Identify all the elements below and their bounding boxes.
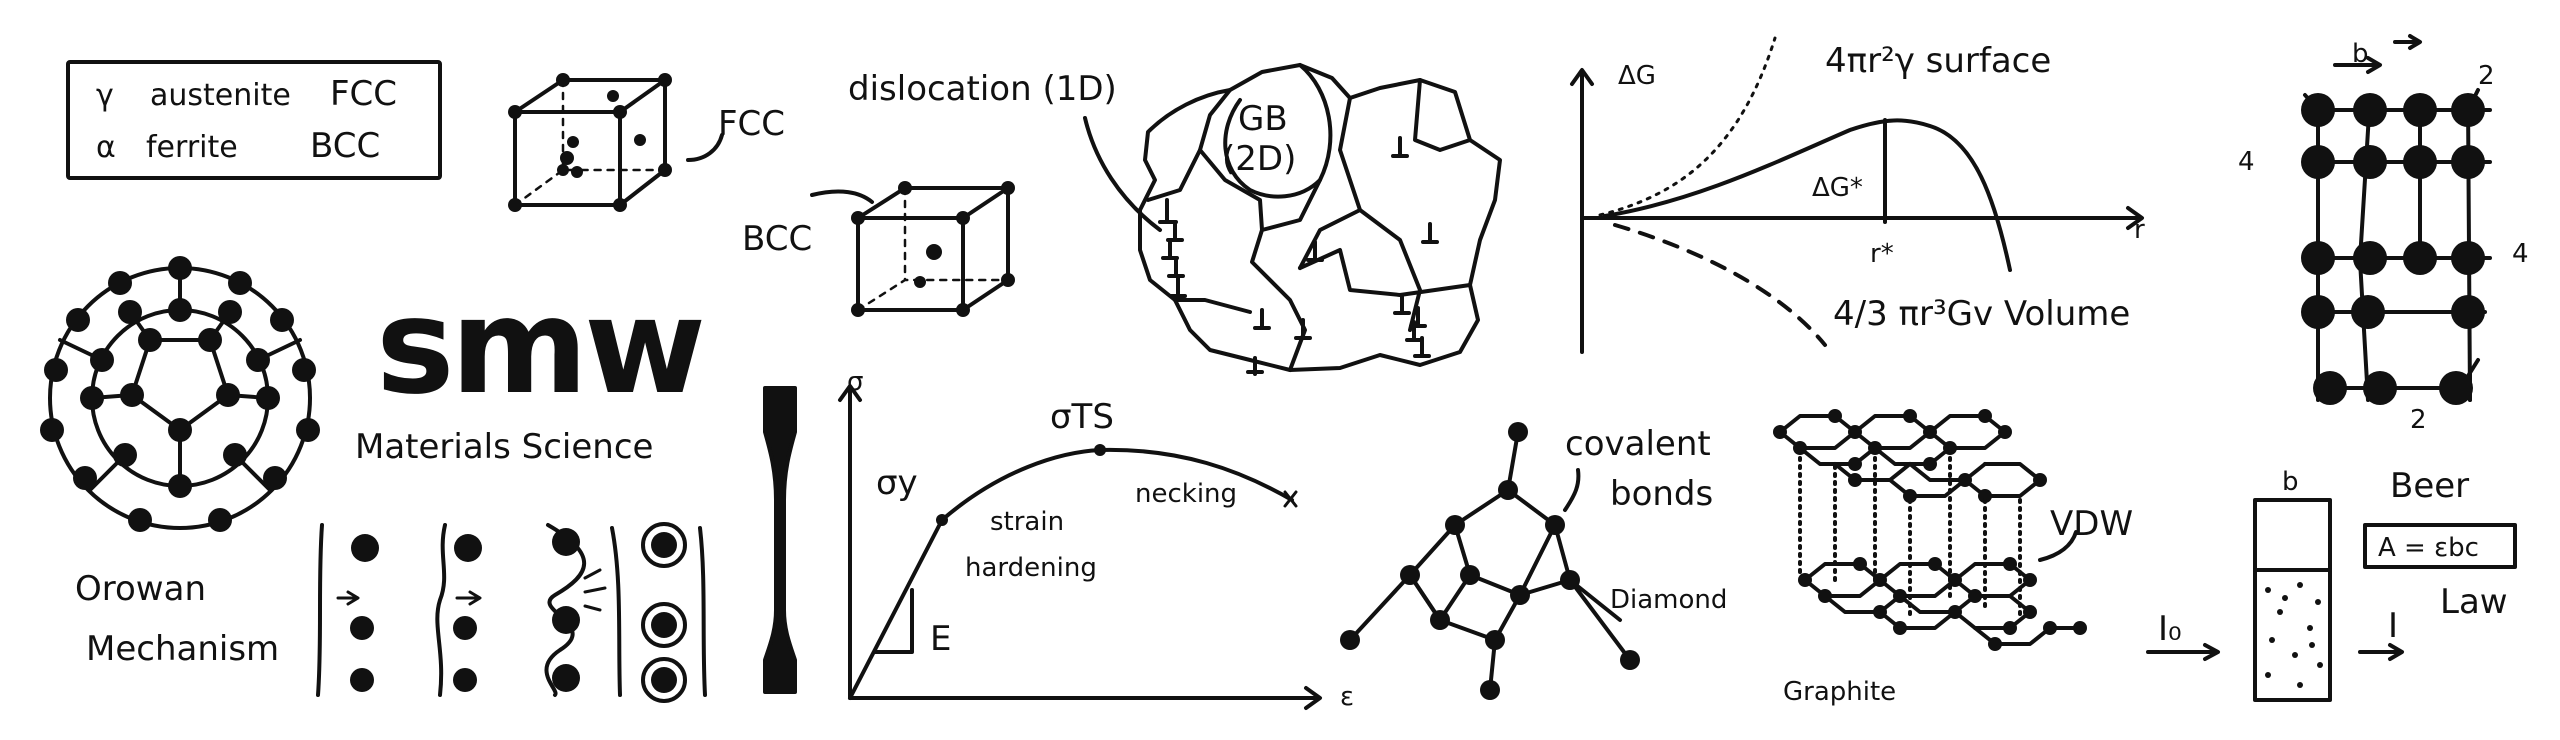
yield-strength-label: σy xyxy=(876,463,918,503)
gb-label-line1: GB xyxy=(1238,99,1288,139)
beer-equation: A = εbc xyxy=(2378,533,2479,563)
bcc-label: BCC xyxy=(742,219,812,259)
materials-science-subtitle: Materials Science xyxy=(355,427,653,467)
critical-radius-label: r* xyxy=(1870,239,1894,269)
bottom-atom-count: 2 xyxy=(2410,405,2427,435)
lattice-burgers-diagram: b 4 4 2 2 xyxy=(2238,34,2529,435)
r-axis-label: r xyxy=(2134,215,2145,245)
necking-label: necking xyxy=(1135,479,1237,509)
graphite-label: Graphite xyxy=(1783,677,1896,707)
orowan-label-line1: Orowan xyxy=(75,569,206,609)
bcc-unit-cell: BCC xyxy=(742,181,1015,317)
diamond-structure: covalent bonds Diamond xyxy=(1340,422,1727,700)
left-atom-count: 4 xyxy=(2238,147,2255,177)
r-axis xyxy=(1580,206,2144,230)
stress-strain-plot: σ ε σy σTS strain hardening necking E xyxy=(838,367,1354,712)
diamond-label: Diamond xyxy=(1610,585,1727,615)
right-atom-count: 4 xyxy=(2512,239,2529,269)
volume-curve xyxy=(1613,223,1827,347)
dislocation-symbols xyxy=(1158,136,1439,376)
surface-curve xyxy=(1598,36,1777,217)
modulus-triangle xyxy=(873,588,914,654)
bcc-phase-label: BCC xyxy=(310,126,380,166)
cuvette xyxy=(2253,498,2332,702)
graphite-bottom-layer xyxy=(1798,557,2087,651)
vdw-label: VDW xyxy=(2050,504,2133,544)
austenite-label: austenite xyxy=(150,78,291,113)
beer-label: Beer xyxy=(2390,466,2469,506)
orowan-sequence xyxy=(316,522,707,703)
fcc-label: FCC xyxy=(718,104,785,144)
strain-axis-label: ε xyxy=(1340,682,1354,712)
fcc-unit-cell: FCC xyxy=(508,73,785,212)
ferrite-label: ferrite xyxy=(146,130,238,165)
alpha-symbol: α xyxy=(96,130,116,165)
tensile-specimen xyxy=(763,386,797,694)
smw-logo: smw xyxy=(376,270,702,424)
modulus-label: E xyxy=(930,619,951,659)
phase-legend-box: γ austenite FCC α ferrite BCC xyxy=(66,60,442,180)
graphite-interlayer-bonds xyxy=(1798,448,2022,622)
covalent-label-line2: bonds xyxy=(1610,474,1713,514)
transmitted-light-arrow xyxy=(2358,643,2404,661)
dislocation-label: dislocation (1D) xyxy=(848,69,1117,109)
dg-axis xyxy=(1570,68,1594,354)
top-atom-count: 2 xyxy=(2478,61,2495,91)
gamma-symbol: γ xyxy=(96,78,114,113)
stress-axis-label: σ xyxy=(847,367,863,397)
strain-hardening-line1: strain xyxy=(990,507,1064,537)
law-label: Law xyxy=(2440,582,2508,622)
orowan-label-line2: Mechanism xyxy=(86,629,279,669)
nucleation-energy-plot: ΔG r 4πr²γ surface 4/3 πr³Gv Volume ΔG* … xyxy=(1570,36,2145,354)
equation-box xyxy=(2363,523,2517,569)
surface-term-label: 4πr²γ surface xyxy=(1825,41,2051,81)
fcc-phase-label: FCC xyxy=(330,74,397,114)
stress-axis xyxy=(838,384,862,700)
lattice-atoms xyxy=(2301,93,2485,405)
covalent-label-line1: covalent xyxy=(1565,424,1711,464)
fullerene-molecule xyxy=(40,256,320,532)
solute-particles xyxy=(2265,582,2323,688)
path-length-label: b xyxy=(2282,467,2299,497)
incident-light-arrow xyxy=(2146,643,2220,661)
graphite-structure: VDW Graphite xyxy=(1773,409,2133,707)
transmitted-intensity-label: I xyxy=(2388,606,2398,646)
strain-axis xyxy=(848,686,1322,710)
burgers-vector-label: b xyxy=(2352,39,2369,69)
gb-label-line2: (2D) xyxy=(1222,139,1296,179)
graphite-top-layer xyxy=(1773,409,2047,503)
energy-barrier-label: ΔG* xyxy=(1812,173,1863,203)
grain-boundary-diagram xyxy=(1138,63,1502,372)
net-energy-curve xyxy=(1603,118,2012,272)
dg-axis-label: ΔG xyxy=(1618,61,1656,91)
strain-hardening-line2: hardening xyxy=(965,553,1097,583)
dislocation-pointer xyxy=(1083,116,1162,232)
incident-intensity-label: I₀ xyxy=(2158,609,2182,649)
beer-lambert-diagram: I₀ b Beer A = εbc Law I xyxy=(2146,466,2517,702)
uts-label: σTS xyxy=(1050,397,1114,437)
volume-term-label: 4/3 πr³Gv Volume xyxy=(1833,294,2130,334)
